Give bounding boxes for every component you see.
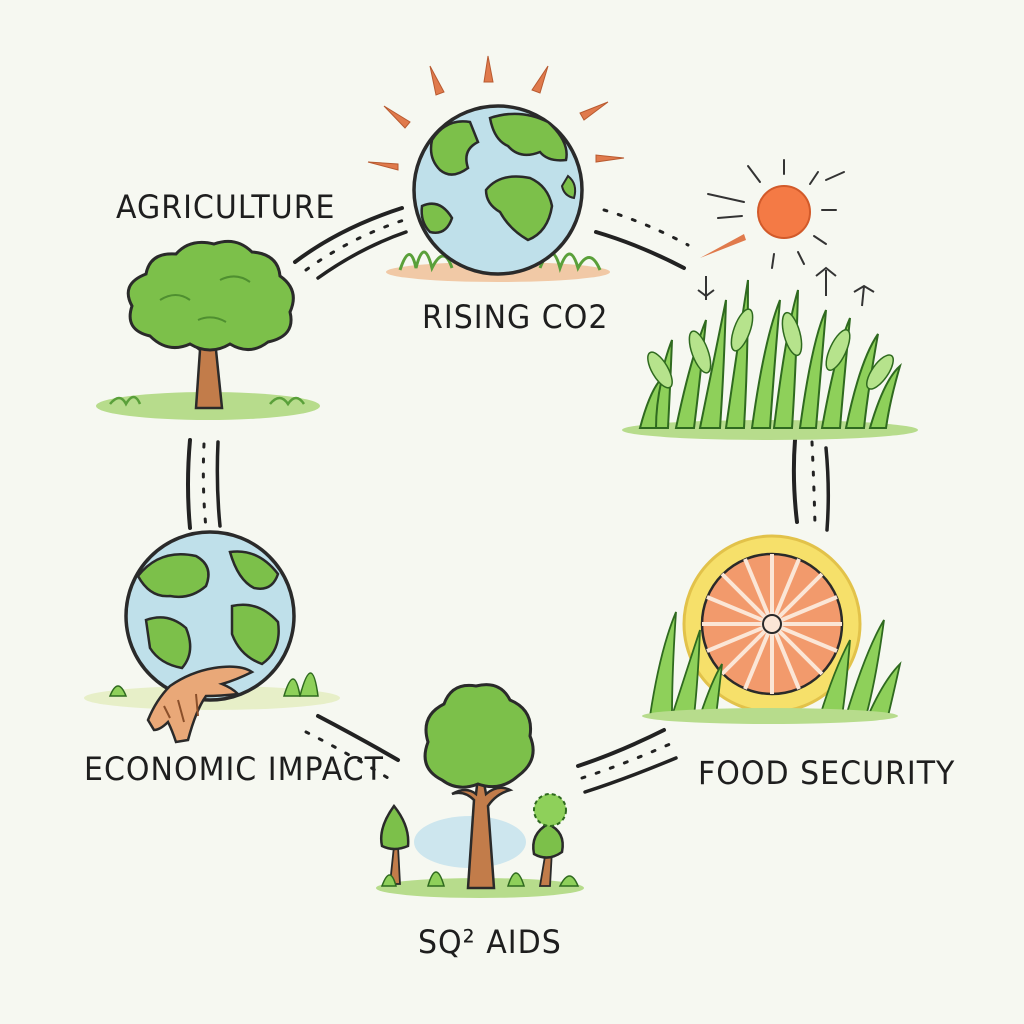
connector-econ-to-sq xyxy=(304,714,400,780)
connector-co2-to-plants xyxy=(594,208,690,270)
sun-icon xyxy=(700,159,845,269)
citrus-slice-icon xyxy=(642,534,902,724)
label-rising-co2: RISING CO2 xyxy=(422,298,609,337)
label-economic-impact: ECONOMIC IMPACT xyxy=(84,750,384,789)
grass-plants-icon xyxy=(622,266,918,440)
label-food-security: FOOD SECURITY xyxy=(698,754,956,793)
earth-globe-icon xyxy=(367,55,625,282)
hand-icon xyxy=(146,665,255,744)
connector-econ-to-agriculture xyxy=(186,438,222,530)
label-agriculture: AGRICULTURE xyxy=(116,188,336,227)
tree-icon xyxy=(96,239,320,420)
earth-globe-with-hand-icon xyxy=(84,530,340,710)
connector-agriculture-to-co2 xyxy=(293,206,408,280)
connector-food-to-sq xyxy=(576,728,678,794)
sapling-trees-icon xyxy=(376,683,584,898)
connector-plants-to-food xyxy=(791,438,831,532)
label-sq-aids: SQ² AIDS xyxy=(418,923,562,962)
